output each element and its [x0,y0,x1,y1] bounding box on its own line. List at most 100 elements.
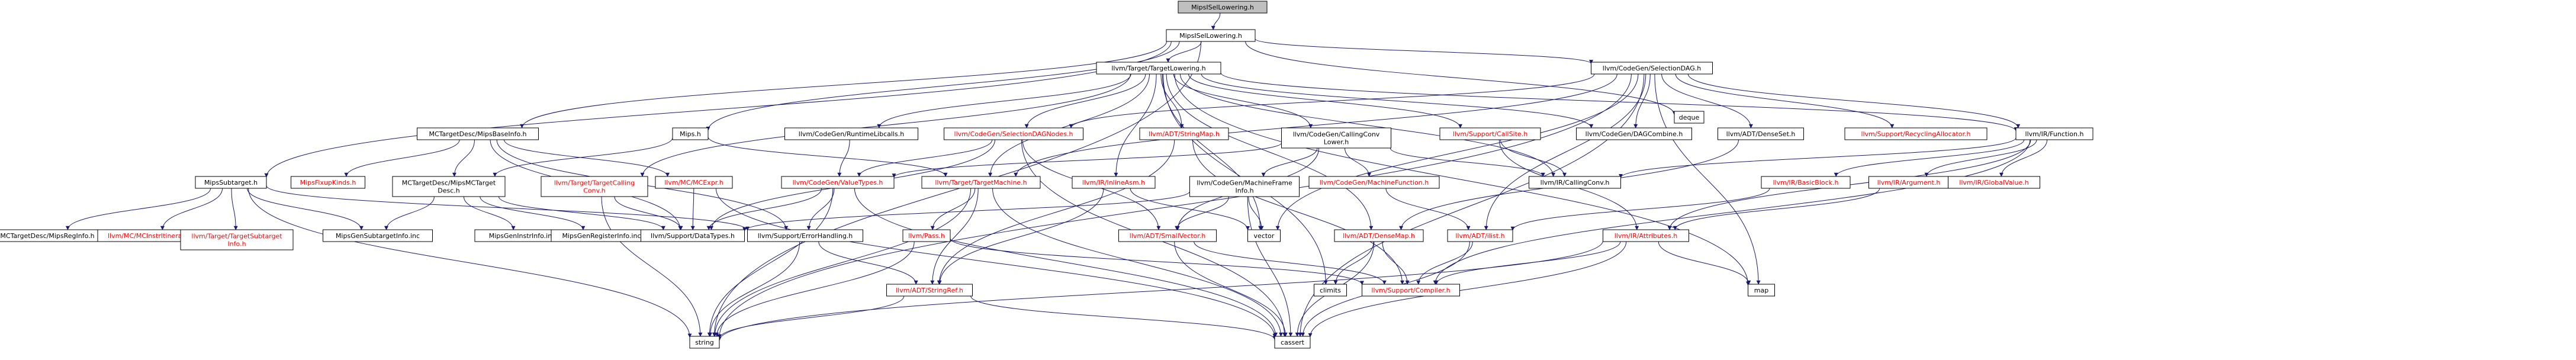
edge-tli-to-dagcombine [1201,73,1594,128]
edge-mfinfo-to-vector [1248,196,1264,230]
edge-tgtcallconv-to-string [601,196,703,337]
edge-tli-to-callingconvlower [1173,73,1313,128]
edge-mipsmctarget-to-mipsgensub [384,196,435,230]
edge-cgvaluetypes-to-datatypes [706,188,822,230]
edge-densemap-to-compiler [1382,241,1410,285]
node-mipsreginfo[interactable]: MCTargetDesc/MipsRegInfo.h [0,229,104,242]
node-box [1748,284,1775,297]
node-vector: vector [1247,229,1281,242]
node-errorhandling[interactable]: llvm/Support/ErrorHandling.h [747,229,863,242]
node-seldagnodes[interactable]: llvm/CodeGen/SelectionDAGNodes.h [944,127,1083,140]
node-box [1166,29,1256,42]
edge-root-to-mipsisel [1211,12,1221,30]
node-label: llvm/ADT/DenseSet.h [1726,130,1796,138]
edge-mipsisel-to-subtarget [264,41,1172,178]
edge-seldag-to-seldagnodes [1069,73,1595,128]
node-fixupkinds[interactable]: MipsFixupKinds.h [291,176,365,189]
edge-attributes-to-map [1658,241,1751,285]
node-denseset[interactable]: llvm/ADT/DenseSet.h [1718,127,1804,140]
node-label: MipsFixupKinds.h [300,179,356,187]
edge-subtarget-to-string [248,188,692,338]
edge-stringref-to-string [717,295,905,339]
node-box [1314,284,1347,297]
node-label: map [1754,287,1768,294]
edge-runtimelibcalls-to-cgvaluetypes [837,139,850,177]
node-mipsisel[interactable]: MipsISelLowering.h [1166,29,1256,42]
edge-irfunction-to-ircallingconv [1619,137,2017,178]
node-recycling[interactable]: llvm/Support/RecyclingAllocator.h [1844,127,1988,140]
node-stringmap[interactable]: llvm/ADT/StringMap.h [1139,127,1229,140]
node-compiler[interactable]: llvm/Support/Compiler.h [1362,284,1460,297]
node-box [1118,229,1217,242]
node-seldag[interactable]: llvm/CodeGen/SelectionDAG.h [1591,62,1713,75]
node-pass[interactable]: llvm/Pass.h [902,229,951,242]
node-machinefunction[interactable]: llvm/CodeGen/MachineFunction.h [1308,176,1440,189]
node-label: MCTargetDesc/MipsBaseInfo.h [429,130,526,138]
node-label: llvm/Target/TargetLowering.h [1111,65,1205,72]
node-box [689,336,720,349]
edge-targetmachine-to-string [712,188,972,337]
node-label: llvm/ADT/StringMap.h [1149,130,1220,138]
node-box [1139,127,1229,140]
node-targetmachine[interactable]: llvm/Target/TargetMachine.h [921,176,1041,189]
edge-tli-to-densemap [1166,73,1374,230]
edge-errorhandling-to-stringref [818,241,918,285]
edge-pass-to-compiler [950,238,1364,285]
node-mipsgeninstr: MipsGenInstrInfo.inc [474,229,570,242]
edge-mfinfo-to-smallvector [1175,196,1229,230]
node-globalvalue[interactable]: llvm/IR/GlobalValue.h [1948,176,2040,189]
node-tli[interactable]: llvm/Target/TargetLowering.h [1096,62,1221,75]
node-label: Mips.h [680,130,701,138]
edge-mipsmctarget-to-mipsgenreg [480,196,586,230]
edge-attributes-to-string [717,240,1603,341]
node-label: llvm/MC/MCInstrItineraries.h [108,232,200,240]
edge-mipsisel-to-seldag [1255,38,1593,65]
node-mips[interactable]: Mips.h [672,127,709,140]
node-label: llvm/CodeGen/SelectionDAG.h [1603,65,1701,72]
node-cgvaluetypes[interactable]: llvm/CodeGen/ValueTypes.h [781,176,895,189]
node-ilist[interactable]: llvm/ADT/ilist.h [1447,229,1513,242]
edge-attributes-to-cassert [1308,241,1627,338]
edge-smallvector-to-cassert [1174,241,1288,337]
node-attributes[interactable]: llvm/IR/Attributes.h [1603,229,1689,242]
node-irfunction[interactable]: llvm/IR/Function.h [2015,127,2093,140]
node-label: llvm/CodeGen/SelectionDAGNodes.h [954,130,1073,138]
node-densemap[interactable]: llvm/ADT/DenseMap.h [1334,229,1424,242]
node-stringref[interactable]: llvm/ADT/StringRef.h [886,284,973,297]
node-runtimelibcalls[interactable]: llvm/CodeGen/RuntimeLibcalls.h [784,127,918,140]
edge-inlineasm-to-vector [1130,188,1250,230]
node-callsite[interactable]: llvm/Support/CallSite.h [1439,127,1541,140]
node-ircallingconv[interactable]: llvm/IR/CallingConv.h [1529,176,1621,189]
edge-mips-to-targetmachine [707,136,948,177]
node-smallvector[interactable]: llvm/ADT/SmallVector.h [1118,229,1217,242]
node-box [1362,284,1460,297]
node-label: MipsGenRegisterInfo.inc [562,232,641,240]
edge-mcexpr-to-cassert [715,188,1277,338]
node-box [944,127,1083,140]
node-cassert: cassert [1274,336,1311,349]
node-mcexpr[interactable]: llvm/MC/MCExpr.h [655,176,733,189]
node-datatypes[interactable]: llvm/Support/DataTypes.h [641,229,745,242]
node-label: llvm/MC/MCExpr.h [664,179,723,187]
edge-seldag-to-vector [1275,73,1639,230]
node-label: llvm/Support/ErrorHandling.h [758,232,853,240]
node-label: vector [1254,232,1275,240]
node-basicblock[interactable]: llvm/IR/BasicBlock.h [1761,176,1851,189]
edge-targetmachine-to-stringref [930,188,979,285]
node-irargument[interactable]: llvm/IR/Argument.h [1869,176,1949,189]
edge-seldagnodes-to-cgvaluetypes [857,139,993,177]
node-dagcombine[interactable]: llvm/CodeGen/DAGCombine.h [1576,127,1692,140]
node-inlineasm[interactable]: llvm/IR/InlineAsm.h [1072,176,1156,189]
node-box [784,127,918,140]
node-box [1948,176,2040,189]
node-mcbaseinfo[interactable]: MCTargetDesc/MipsBaseInfo.h [417,127,539,140]
edge-subtarget-to-tgtsubtarget [231,188,238,230]
node-subtarget[interactable]: MipsSubtarget.h [195,176,267,189]
edge-irfunction-to-compiler [1433,139,2031,285]
